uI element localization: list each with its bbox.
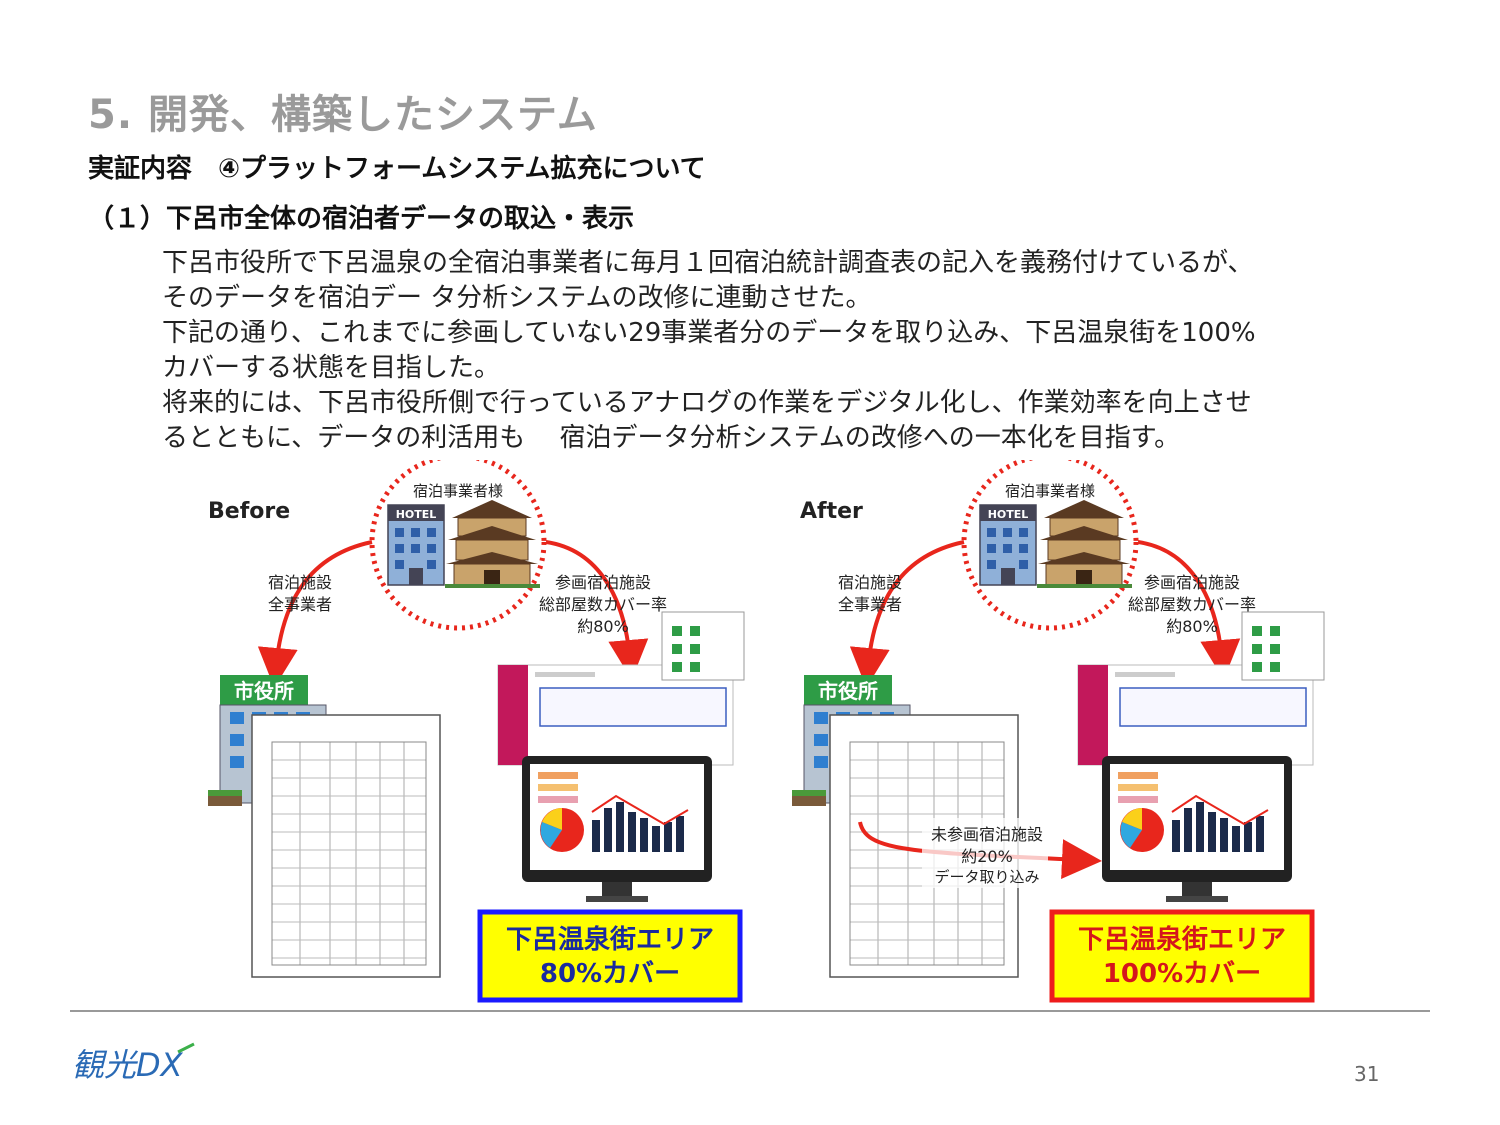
- arrow-to-system: [545, 540, 649, 680]
- result-line-1: 下呂温泉街エリア: [506, 924, 714, 955]
- result-line-2: 80%カバー: [540, 959, 680, 989]
- section-heading: （１）下呂市全体の宿泊者データの取込・表示: [88, 204, 635, 234]
- after-result-box: 下呂温泉街エリア 100%カバー: [1049, 909, 1315, 1003]
- arrow-label-line: 約80%: [1166, 617, 1218, 636]
- hotel-sign: HOTEL: [396, 508, 437, 521]
- before-after-diagram: Before 宿泊事業者様 HOTEL: [208, 460, 1325, 1003]
- kanko-dx-logo: 観光DX: [72, 1042, 195, 1084]
- arrow-label-line: 宿泊施設: [268, 573, 332, 592]
- import-label-line: 約20%: [961, 847, 1013, 866]
- arrow-label-line: 約80%: [577, 617, 629, 636]
- ryokan-icon: [445, 500, 540, 588]
- after-panel: After 宿泊事業者様 HOTEL: [792, 460, 1325, 1003]
- dashboard-monitor: [1102, 756, 1292, 902]
- before-result-box: 下呂温泉街エリア 80%カバー: [477, 909, 743, 1003]
- hotel-sign: HOTEL: [988, 508, 1029, 521]
- city-hall-label: 市役所: [234, 679, 294, 703]
- arrow-label-line: 総部屋数カバー率: [1128, 595, 1256, 614]
- body-line: 下呂市役所で下呂温泉の全宿泊事業者に毎月１回宿泊統計調査表の記入を義務付けている…: [162, 248, 1254, 278]
- arrow-label-line: 全事業者: [268, 595, 332, 614]
- body-line: そのデータを宿泊デー タ分析システムの改修に連動させた。: [162, 283, 872, 313]
- body-line: るとともに、データの利活用も 宿泊データ分析システムの改修への一本化を目指す。: [162, 423, 1181, 453]
- operators-label: 宿泊事業者様: [413, 482, 503, 500]
- body-line: 将来的には、下呂市役所側で行っているアナログの作業をデジタル化し、作業効率を向上…: [162, 388, 1252, 418]
- arrow-to-system: [1137, 540, 1241, 680]
- arrow-label-line: 総部屋数カバー率: [539, 595, 667, 614]
- footer-divider: [70, 1010, 1430, 1012]
- result-line-1: 下呂温泉街エリア: [1078, 924, 1286, 955]
- subtitle: 実証内容 ④プラットフォームシステム拡充について: [88, 154, 706, 184]
- arrow-label-line: 参画宿泊施設: [1144, 573, 1240, 592]
- ryokan-icon: [1037, 500, 1132, 588]
- after-label: After: [800, 499, 863, 524]
- import-label-line: データ取り込み: [934, 868, 1039, 886]
- page-number: 31: [1354, 1062, 1380, 1086]
- hotel-icon: HOTEL: [979, 504, 1037, 586]
- arrow-label-line: 全事業者: [838, 595, 902, 614]
- operators-label: 宿泊事業者様: [1005, 482, 1095, 500]
- body-line: カバーする状態を目指した。: [162, 353, 501, 383]
- result-line-2: 100%カバー: [1103, 959, 1261, 989]
- web-system-screen: [1077, 611, 1325, 766]
- arrow-label-line: 宿泊施設: [838, 573, 902, 592]
- hotel-icon: HOTEL: [387, 504, 445, 586]
- survey-form-paper: [251, 714, 441, 978]
- arrow-label-line: 参画宿泊施設: [555, 573, 651, 592]
- operators-circle: 宿泊事業者様 HOTEL: [961, 460, 1139, 631]
- logo-text: 観光DX: [72, 1046, 184, 1084]
- operators-circle: 宿泊事業者様 HOTEL: [369, 460, 547, 631]
- city-hall-label: 市役所: [818, 679, 878, 703]
- body-line: 下記の通り、これまでに参画していない29事業者分のデータを取り込み、下呂温泉街を…: [162, 318, 1256, 348]
- arrow-to-city-hall: [257, 540, 373, 688]
- import-label-line: 未参画宿泊施設: [931, 825, 1043, 844]
- dashboard-monitor: [522, 756, 712, 902]
- before-label: Before: [208, 499, 290, 524]
- slide-title: 5. 開発、構築したシステム: [88, 92, 598, 138]
- body-text: 下呂市役所で下呂温泉の全宿泊事業者に毎月１回宿泊統計調査表の記入を義務付けている…: [162, 246, 1402, 456]
- arrow-to-city-hall: [849, 540, 965, 688]
- web-system-screen: [497, 611, 745, 766]
- before-panel: Before 宿泊事業者様 HOTEL: [208, 460, 745, 1003]
